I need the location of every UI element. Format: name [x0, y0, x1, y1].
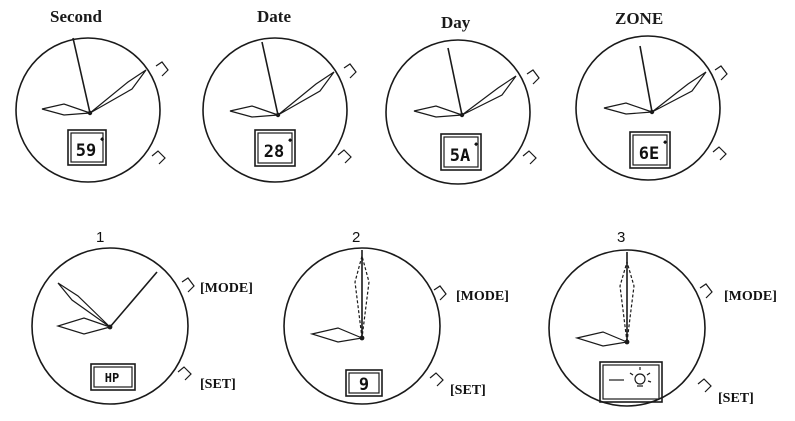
- lcd-frame: [90, 363, 136, 391]
- step-number-1: 1: [96, 229, 104, 246]
- header-second: Second: [50, 7, 103, 26]
- center-pin: [459, 112, 465, 118]
- watch-case: [575, 35, 721, 181]
- minute-hand: [89, 69, 147, 114]
- mode-button: [433, 285, 447, 301]
- header-day: Day: [441, 13, 471, 32]
- header-date: Date: [257, 7, 291, 26]
- lcd-frame: [254, 129, 296, 167]
- minute-hand: [354, 253, 370, 339]
- minute-hand: [57, 282, 111, 328]
- lcd-inner: [257, 132, 293, 164]
- watch-case: [548, 249, 706, 407]
- lcd-value: 28: [264, 142, 284, 162]
- center-pin: [359, 335, 365, 341]
- lcd-inner: [70, 132, 104, 163]
- lcd-inner: [443, 136, 479, 168]
- lower-crown-button: [712, 146, 727, 161]
- set-button: [697, 378, 712, 393]
- watch-case: [202, 37, 348, 183]
- hour-hand: [603, 102, 653, 115]
- mode-button-label: [MODE]: [200, 281, 253, 296]
- lower-crown-button: [522, 150, 537, 165]
- watch-case: [15, 37, 161, 183]
- watch-case: [385, 39, 531, 185]
- watch-day: 5A ◆: [385, 39, 540, 185]
- center-pin: [87, 110, 93, 116]
- center-pin: [649, 109, 655, 115]
- hour-hand: [229, 105, 279, 118]
- light-bulb-icon: [629, 367, 652, 387]
- hour-hand: [55, 317, 113, 335]
- minute-hand: [651, 71, 707, 113]
- hour-hand: [309, 327, 365, 343]
- lcd-indicator-icon: ◆: [288, 136, 293, 144]
- lcd-frame: [629, 131, 671, 169]
- lcd-indicator-icon: ◆: [474, 140, 479, 148]
- watch-step-3: [MODE] [SET]: [548, 249, 777, 407]
- upper-crown-button: [714, 65, 728, 81]
- watch-case: [31, 247, 189, 405]
- center-pin: [275, 112, 281, 118]
- mode-button: [181, 277, 195, 293]
- second-hand: [639, 45, 653, 113]
- second-hand: [447, 47, 463, 116]
- lcd-value: 5A: [450, 146, 470, 166]
- set-button-label: [SET]: [718, 391, 754, 406]
- lcd-frame: [440, 133, 482, 171]
- center-pin: [624, 339, 630, 345]
- lcd-inner: [632, 134, 668, 166]
- header-zone: ZONE: [615, 9, 663, 28]
- hour-hand: [41, 103, 91, 116]
- lcd-inner: [93, 366, 133, 388]
- upper-crown-button: [526, 69, 540, 85]
- set-button: [177, 366, 192, 381]
- upper-crown-button: [155, 61, 169, 77]
- lcd-value: HP: [105, 371, 119, 385]
- minute-hand: [461, 75, 517, 116]
- second-hand: [261, 41, 279, 116]
- watch-step-1: [MODE] [SET] HP: [31, 247, 253, 405]
- lower-crown-button: [337, 149, 352, 164]
- hour-hand: [413, 105, 463, 118]
- lcd-inner: [602, 364, 660, 400]
- watch-date: 28 ◆: [202, 37, 357, 183]
- lcd-indicator-icon: ◆: [100, 135, 105, 143]
- second-hand: [72, 37, 91, 114]
- lcd-value: 9: [359, 375, 369, 395]
- lcd-frame: [345, 369, 383, 397]
- lcd-frame: [67, 129, 107, 166]
- minute-hand: [277, 71, 335, 116]
- lcd-value: 59: [76, 141, 96, 161]
- lcd-frame: [599, 361, 663, 403]
- minute-hand: [619, 259, 635, 343]
- lower-crown-button: [151, 150, 166, 165]
- watch-case: [283, 247, 441, 405]
- watch-step-2: [MODE] [SET] 9: [283, 247, 509, 405]
- lcd-indicator-icon: ◆: [663, 138, 668, 146]
- lcd-inner: [348, 372, 380, 394]
- mode-button-label: [MODE]: [456, 289, 509, 304]
- mode-button: [699, 283, 713, 299]
- set-button-label: [SET]: [200, 377, 236, 392]
- watch-second: 59 ◆: [15, 37, 169, 183]
- step-number-3: 3: [617, 229, 625, 246]
- upper-crown-button: [343, 63, 357, 79]
- second-hand: [109, 271, 158, 328]
- set-button: [429, 372, 444, 387]
- set-button-label: [SET]: [450, 383, 486, 398]
- center-pin: [107, 324, 113, 330]
- hour-hand: [574, 331, 630, 347]
- mode-button-label: [MODE]: [724, 289, 777, 304]
- watch-zone: 6E ◆: [575, 35, 728, 181]
- lcd-value: 6E: [639, 144, 659, 164]
- step-number-2: 2: [352, 229, 360, 246]
